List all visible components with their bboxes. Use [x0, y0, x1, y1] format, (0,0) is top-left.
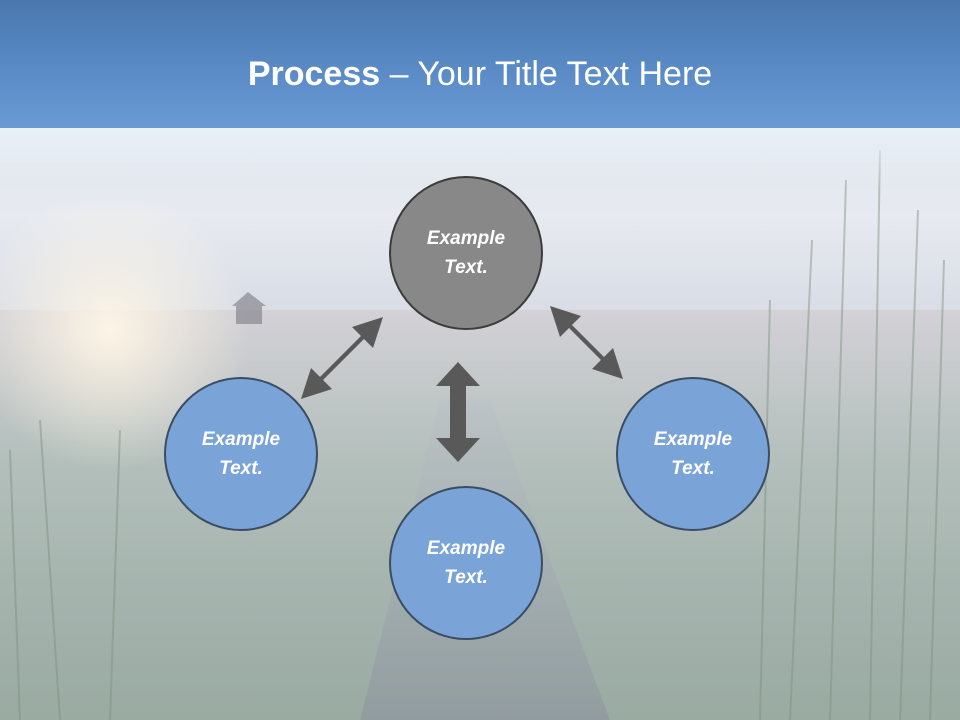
- title-bold: Process: [247, 55, 381, 93]
- process-node-top: Example Text.: [389, 176, 543, 330]
- process-node-left: Example Text.: [164, 377, 318, 531]
- process-node-bottom: Example Text.: [389, 486, 543, 640]
- title-dash: –: [380, 55, 418, 93]
- arrow-top-right: [550, 306, 623, 379]
- process-node-right: Example Text.: [616, 377, 770, 531]
- slide-title: Process – Your Title Text Here: [0, 52, 960, 96]
- arrow-center-vertical: [436, 362, 480, 462]
- gazebo-roof: [232, 292, 266, 306]
- title-bar: [0, 0, 960, 128]
- gazebo: [232, 292, 266, 324]
- title-rest: Your Title Text Here: [417, 55, 713, 93]
- arrow-top-left: [301, 317, 383, 399]
- grass-blades: [9, 149, 945, 720]
- node-label: Example Text.: [201, 429, 281, 479]
- node-label: Example Text.: [426, 228, 506, 278]
- node-label: Example Text.: [426, 538, 506, 588]
- gazebo-body: [236, 306, 262, 324]
- node-label: Example Text.: [653, 429, 733, 479]
